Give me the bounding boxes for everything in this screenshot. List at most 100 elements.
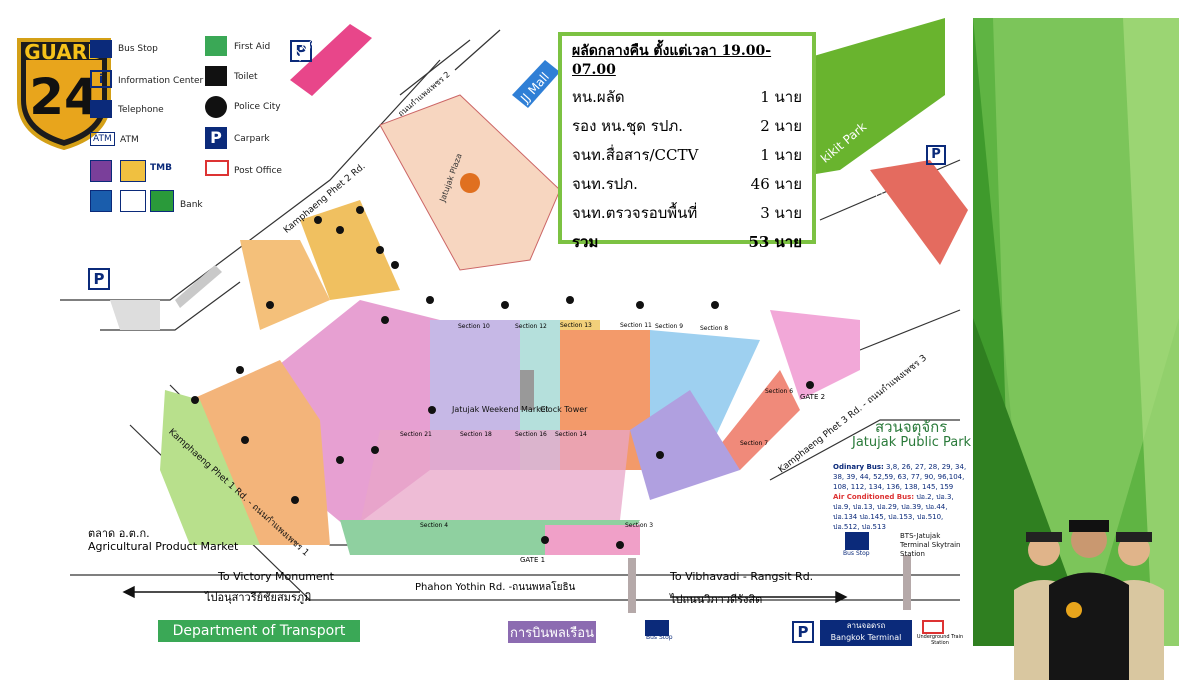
air-bus-label: Air Conditioned Bus: [833,493,915,501]
jj-mall-banner [512,60,560,108]
police-icon [205,96,227,118]
staff-role: รอง หน.ชุด รปภ. [572,116,683,135]
staff-count: 2 นาย [760,116,802,135]
staff-role: จนท.ตรวจรอบพื้นที่ [572,203,698,222]
underground-icon [922,620,944,634]
bangkok-terminal-th: ลานจอดรถ [846,621,886,630]
agri-market-th-label: ตลาด อ.ต.ก. [88,527,150,540]
first-aid-icon [205,36,227,56]
brand-line2: 24 [29,68,99,126]
clock-tower-label: Clock Tower [540,405,588,414]
bank-scb-icon [90,160,112,182]
agri-market-en-label: Agricultural Product Market [88,540,239,553]
guard24-logo: GUARD 24 [14,30,114,150]
bank-bbl-icon [90,190,112,212]
legend-police-city: Police City [234,102,281,112]
section-label: Section 16 [515,431,547,438]
bridge-bar [175,265,222,308]
legend-first-aid: First Aid [234,42,271,52]
section-label: Section 12 [515,323,547,330]
section-label: Section 13 [560,322,592,329]
bangkok-terminal-en: Bangkok Terminal [830,633,902,642]
staff-role: จนท.รปภ. [572,174,638,193]
to-vibhavadi-en: To Vibhavadi - Rangsit Rd. [670,570,814,583]
night-shift-staff-panel: ผลัดกลางคืน ตั้งแต่เวลา 19.00-07.00 หน.ผ… [558,32,816,251]
bus-stop-icon-bottom [645,620,669,636]
section-label: Section 8 [700,325,729,332]
to-victory-th: ไปอนุสาวรีย์ชัยสมรภูมิ [205,591,312,604]
odinary-bus-routes: 3,8, 26, 27, 28, 29, 34, 38, 39, 44, 52,… [833,463,967,491]
agri-block [110,300,160,330]
to-victory-en: To Victory Monument [218,570,334,583]
section-label: Section 11 [620,322,652,329]
section-label: Section 21 [400,431,432,438]
section-label: Section 14 [555,431,587,438]
decorative-shapes [973,18,1179,646]
dept-transport-box: Department of Transport [158,620,360,642]
staff-total-row: รวม 53 นาย [572,227,802,256]
staff-total-label: รวม [572,232,599,251]
legend-atm: ATM [120,135,139,145]
bus-stop-right-label: Bus Stop [843,550,870,557]
bus-stop-icon-right [845,532,869,550]
air-bus-routes: ปอ.2, ปอ.3, ปอ.9, ปอ.13, ปอ.29, ปอ.39, ป… [833,493,954,531]
section-label: Section 6 [765,388,794,395]
decorative-green-panel [973,18,1179,646]
staff-count: 46 นาย [750,174,802,193]
staff-count: 3 นาย [760,203,802,222]
staff-total-count: 53 นาย [748,232,802,251]
staff-row: จนท.ตรวจรอบพื้นที่ 3 นาย [572,198,802,227]
bus-stop-bottom-label: Bus Stop [646,634,673,641]
bangkok-terminal-box: ลานจอดรถ Bangkok Terminal [820,620,912,646]
jatujak-weekend-market-label: Jatujak Weekend Market [452,405,549,414]
guard-markers [191,206,814,549]
bus-stop-icon [90,40,112,58]
gate-2-label: GATE 2 [800,393,826,401]
section-label: Section 10 [458,323,490,330]
legend-post-office: Post Office [234,166,282,176]
carpark-icon: P [205,127,227,149]
post-office-icon [205,160,229,176]
toilet-icon [205,66,227,86]
bus-routes: Odinary Bus: 3,8, 26, 27, 28, 29, 34, 38… [833,462,971,532]
panel-title: ผลัดกลางคืน ตั้งแต่เวลา 19.00-07.00 [572,43,772,78]
plaza-roundabout [460,173,480,193]
staff-row: รอง หน.ชุด รปภ. 2 นาย [572,111,802,140]
underground-label: Underground Train Station [916,634,964,646]
section-label: Section 9 [655,323,684,330]
parking-icon-right: P [926,145,946,165]
childrens-museum [870,160,968,265]
section-label: Section 3 [625,522,654,529]
bank-krungsri-icon [120,190,146,212]
kikit-park [800,18,945,175]
info-icon: i [90,70,112,88]
park-en-label: Jatujak Public Park [852,435,972,450]
section-label: Section 7 [740,440,769,447]
to-vibhavadi-th: ไปถนนวิภาวดีรังสิต [670,593,763,606]
legend-information-center: Information Center [118,76,204,86]
staff-count: 1 นาย [760,87,802,106]
legend-bus-stop: Bus Stop [118,44,158,54]
legend-toilet: Toilet [234,72,258,82]
staff-row: จนท.รปภ. 46 นาย [572,169,802,198]
atm-icon: ATM [90,132,115,146]
staff-count: 1 นาย [760,145,802,164]
pillar-right [903,555,911,610]
legend-carpark: Carpark [234,134,270,144]
parking-icon-left: P [88,268,110,290]
bank-kbank-icon [150,190,174,212]
section-label: Section 18 [460,431,492,438]
parking-icon-bottom: P [792,621,814,643]
airports-box: การบินพลเรือน [508,621,596,643]
bank-tmb-icon: TMB [150,163,172,173]
odinary-bus-label: Odinary Bus: [833,463,884,471]
section-label: Section 4 [420,522,449,529]
gate-1-label: GATE 1 [520,556,546,564]
direction-arrows [122,585,848,604]
phahon-yothin-label: Phahon Yothin Rd. -ถนนพหลโยธิน [415,582,576,593]
legend-bank: Bank [180,200,203,210]
parking-icon-top: P [290,40,312,62]
